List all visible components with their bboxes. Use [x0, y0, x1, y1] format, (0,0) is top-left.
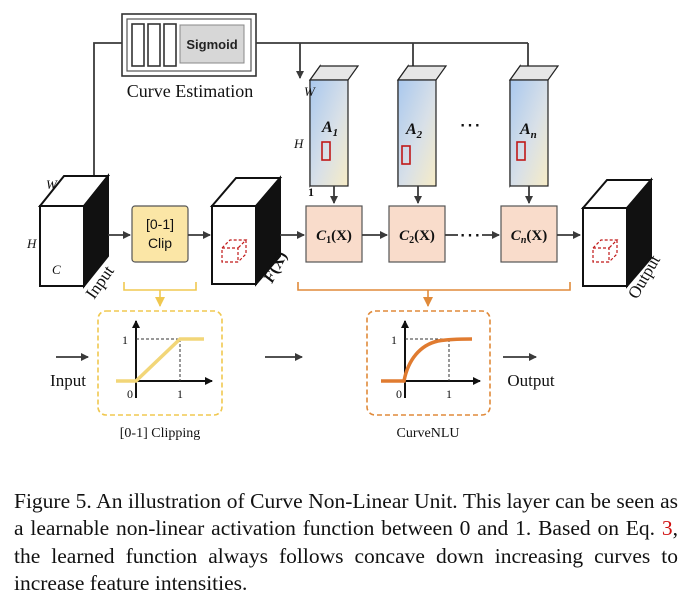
clip-plot: 1 1 0 — [97, 310, 223, 416]
clip-plot-curve — [116, 337, 204, 383]
maps-ellipsis: ⋯ — [459, 112, 481, 137]
map-an-label: An — [519, 121, 537, 141]
input-dim-c: C — [52, 262, 61, 277]
output-patch — [592, 239, 619, 263]
nlu-ellipsis: ⋯ — [459, 222, 481, 247]
clip-plot-origin: 0 — [127, 387, 133, 401]
caption-text-end: , the learned function always follows co… — [14, 516, 678, 595]
nlu-block-c2: C2(X) — [388, 205, 446, 263]
nlu-plot-origin: 0 — [396, 387, 402, 401]
nlu-c1-label: C1(X) — [316, 228, 352, 246]
nlu-plot-curve — [381, 337, 473, 383]
map-dim-h: H — [293, 136, 304, 151]
nlu-plot-tick-y: 1 — [391, 333, 397, 347]
curve-estimation-block: Sigmoid Curve Estimation — [121, 13, 257, 101]
curve-map-a1: A1 — [308, 64, 360, 188]
map-dim-depth: 1 — [308, 185, 314, 199]
map-a1-label: A1 — [321, 119, 338, 139]
curve-map-an: An — [508, 64, 560, 188]
bottom-output-label: Output — [507, 371, 555, 390]
nlu-plot-caption: CurveNLU — [397, 426, 460, 441]
clip-plot-caption: [0-1] Clipping — [120, 426, 201, 441]
sigmoid-label: Sigmoid — [186, 37, 237, 52]
curve-estimation-label: Curve Estimation — [127, 81, 253, 101]
clip-plot-tick-x: 1 — [177, 387, 183, 401]
conv-layer-bar — [131, 23, 145, 67]
conv-layer-bar — [147, 23, 161, 67]
clip-bracket — [123, 282, 197, 291]
sigmoid-box — [179, 24, 245, 64]
fx-patch — [221, 239, 248, 263]
curve-map-a2: A2 — [396, 64, 448, 188]
input-cube: W H C Input — [26, 173, 118, 302]
clip-plot-tick-y: 1 — [122, 333, 128, 347]
nlu-block-cn: Cn(X) — [500, 205, 558, 263]
output-cube: Output — [580, 177, 664, 302]
nlu-block-c1: C1(X) — [305, 205, 363, 263]
clip-box-line2: Clip — [148, 235, 172, 251]
nlu-c2-label: C2(X) — [399, 228, 435, 246]
nlu-cn-label: Cn(X) — [511, 228, 547, 246]
curvenlu-figure: Sigmoid Curve Estimation A1 W H 1 A2 ⋯ A… — [26, 13, 664, 441]
equation-reference-link[interactable]: 3 — [661, 516, 673, 540]
conv-layer-bar — [163, 23, 177, 67]
input-dim-w: W — [46, 177, 58, 192]
caption-text: Figure 5. An illustration of Curve Non-L… — [14, 488, 678, 541]
figure-caption: Figure 5. An illustration of Curve Non-L… — [14, 488, 678, 598]
input-dim-h: H — [26, 236, 37, 251]
nlu-plot-tick-x: 1 — [446, 387, 452, 401]
map-dim-w: W — [304, 84, 316, 99]
clip-box-line1: [0-1] — [146, 216, 174, 232]
bottom-input-label: Input — [50, 371, 86, 390]
nlu-plot: 1 1 0 — [366, 310, 491, 416]
map-a2-label: A2 — [405, 121, 423, 141]
clip-box: [0-1] Clip — [131, 205, 189, 263]
fx-cube: F(X) — [209, 175, 291, 287]
input-to-estimation-line — [93, 42, 122, 175]
nlu-bracket — [297, 282, 571, 291]
